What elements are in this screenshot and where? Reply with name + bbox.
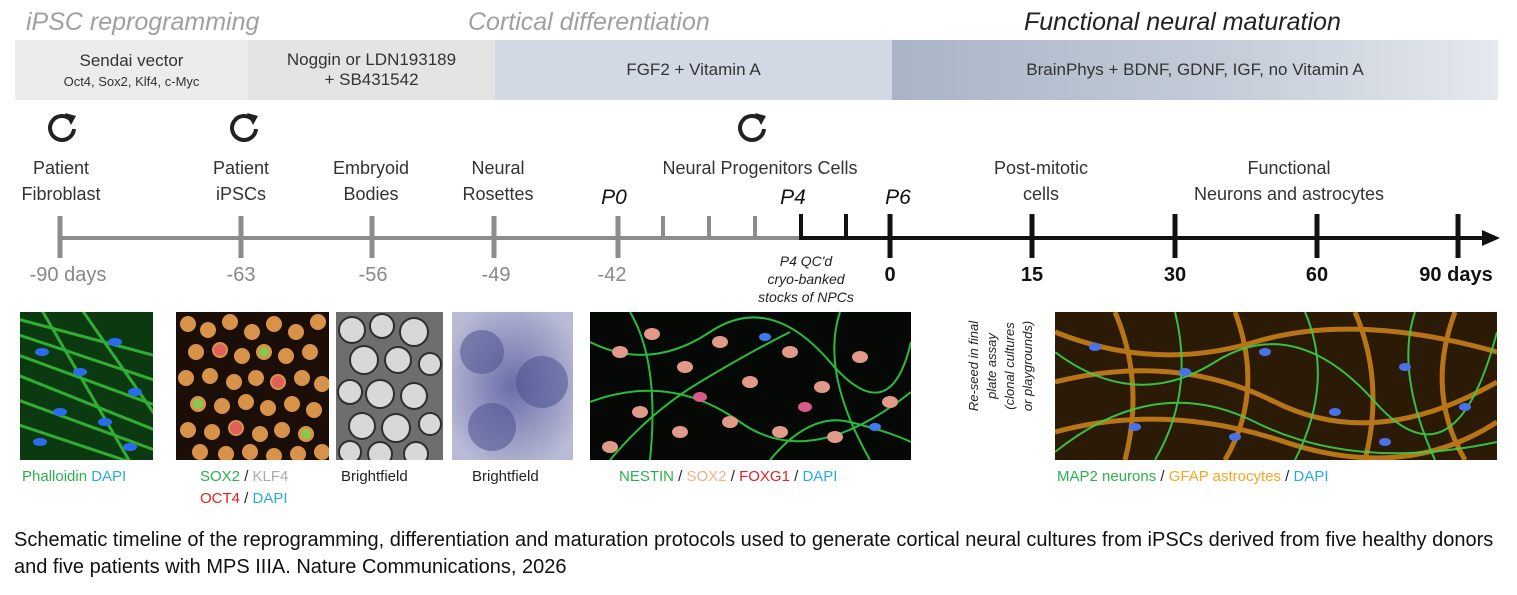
timeline-arrowhead-icon: [1482, 230, 1500, 246]
passage-p4: P4: [780, 186, 806, 209]
band-noggin-line2: + SB431542: [324, 70, 419, 89]
reseed-note: Re-seed in final plate assay (clonal cul…: [965, 281, 1037, 451]
stage-post-mitotic-cells: Post-mitotic cells: [994, 155, 1088, 207]
stage-functional-neurons: Functional Neurons and astrocytes: [1194, 155, 1384, 207]
timeline: [57, 214, 1500, 258]
micrograph-phalloidin: [20, 312, 153, 460]
day-label-minus-90: -90 days: [29, 264, 107, 286]
passage-p0: P0: [601, 186, 627, 209]
stage-patient-ipscs: Patient iPSCs: [213, 155, 269, 207]
day-label-90: 90 days: [1419, 264, 1493, 286]
legend-map2-stain: MAP2 neurons: [1057, 468, 1157, 485]
micrograph-map2-gfap-image: [1055, 312, 1497, 460]
note-line: or playgrounds): [1020, 320, 1035, 412]
micrograph-brightfield-eb-image: [336, 312, 443, 460]
micrograph-brightfield-eb: [336, 312, 443, 460]
micrograph-sox2-oct4: [176, 312, 329, 460]
stage-label-line: Rosettes: [462, 184, 534, 204]
day-label-minus-42: -42: [597, 264, 627, 286]
micrograph-npcs-image: [590, 312, 911, 460]
stage-label-line: Patient: [212, 158, 270, 178]
day-label-60: 60: [1305, 264, 1329, 286]
legend-dapi-stain: DAPI: [802, 468, 838, 485]
micrograph-sox2-oct4-image: [176, 312, 329, 460]
legend-nestin-stain: NESTIN: [619, 468, 675, 485]
legend-separator: /: [674, 468, 687, 485]
legend-separator: /: [240, 490, 253, 507]
band-brainphys: BrainPhys + BDNF, GDNF, IGF, no Vitamin …: [892, 40, 1498, 100]
stage-label-line: iPSCs: [215, 184, 267, 204]
note-line: (clonal cultures: [1002, 322, 1017, 410]
legend-sox2-stain: SOX2: [200, 468, 241, 485]
day-label-minus-63: -63: [226, 264, 256, 286]
legend-nestin-sox2-foxg1: NESTIN / SOX2 / FOXG1 / DAPI: [619, 466, 837, 488]
band-sendai-vector: Sendai vector Oct4, Sox2, Klf4, c-Myc: [15, 40, 248, 100]
micrograph-phalloidin-image: [20, 312, 153, 460]
note-line: P4 QC'd: [779, 253, 833, 269]
legend-dapi-stain: DAPI: [1293, 468, 1329, 485]
day-label-30: 30: [1163, 264, 1187, 286]
stage-label-line: Functional: [1247, 158, 1331, 178]
note-line: cryo-banked: [767, 271, 845, 287]
stage-label-line: Embryoid: [332, 158, 410, 178]
legend-separator: /: [789, 468, 803, 485]
legend-separator: /: [240, 468, 253, 485]
legend-oct4-stain: OCT4: [200, 490, 241, 507]
note-line: Re-seed in final: [966, 320, 981, 412]
legend-separator: /: [726, 468, 740, 485]
legend-map2-gfap: MAP2 neurons / GFAP astrocytes / DAPI: [1057, 466, 1329, 488]
stage-neural-progenitors: Neural Progenitors Cells: [662, 155, 857, 181]
micrograph-map2-gfap: [1055, 312, 1497, 460]
stage-neural-rosettes: Neural Rosettes: [462, 155, 533, 207]
legend-phalloidin: Phalloidin DAPI: [22, 466, 126, 488]
band-fgf2-label: FGF2 + Vitamin A: [626, 60, 761, 79]
phase-ipsc-reprogramming: iPSC reprogramming: [26, 8, 260, 36]
day-label-minus-49: -49: [481, 264, 511, 286]
stage-label-line: Patient: [32, 158, 90, 178]
note-line: plate assay: [984, 333, 999, 399]
band-fgf2-vitamin-a: FGF2 + Vitamin A: [495, 40, 892, 100]
p4-qc-note: P4 QC'd cryo-banked stocks of NPCs: [738, 252, 874, 306]
legend-dapi-stain: DAPI: [252, 490, 288, 507]
stage-label-line: Bodies: [343, 184, 399, 204]
legend-brightfield-rosettes: Brightfield: [472, 468, 539, 485]
stage-label-line: Neural Progenitors Cells: [662, 158, 858, 178]
legend-dapi-stain: DAPI: [91, 468, 127, 485]
legend-separator: /: [1156, 468, 1169, 485]
legend-foxg1-stain: FOXG1: [739, 468, 790, 485]
legend-separator: /: [1281, 468, 1294, 485]
micrograph-brightfield-rosettes-image: [452, 312, 573, 460]
stage-embryoid-bodies: Embryoid Bodies: [333, 155, 409, 207]
legend-klf4-stain: KLF4: [252, 468, 289, 485]
figure-caption: Schematic timeline of the reprogramming,…: [14, 529, 1494, 578]
cycle-arrow-icon: [230, 113, 258, 142]
band-sendai-title: Sendai vector: [79, 51, 184, 70]
legend-brightfield-eb: Brightfield: [341, 468, 408, 485]
micrograph-brightfield-rosettes: [452, 312, 573, 460]
stage-patient-fibroblast: Patient Fibroblast: [21, 155, 100, 207]
stage-label-line: Post-mitotic: [993, 158, 1089, 178]
stage-label-line: Neural: [471, 158, 525, 178]
day-label-15: 15: [1020, 264, 1044, 286]
stage-label-line: cells: [1022, 184, 1059, 204]
legend-gfap-stain: GFAP astrocytes: [1168, 468, 1282, 485]
band-noggin-line1: Noggin or LDN193189: [286, 50, 457, 69]
passage-p6: P6: [885, 186, 911, 209]
note-line: stocks of NPCs: [758, 289, 854, 305]
band-brainphys-label: BrainPhys + BDNF, GDNF, IGF, no Vitamin …: [1026, 60, 1364, 79]
legend-sox2-stain: SOX2: [686, 468, 727, 485]
band-noggin: Noggin or LDN193189 + SB431542: [248, 40, 495, 100]
micrograph-npcs: [590, 312, 911, 460]
phase-cortical-differentiation: Cortical differentiation: [468, 8, 710, 36]
legend-sox2-klf4-oct4: SOX2 / KLF4 OCT4 / DAPI: [200, 466, 288, 510]
legend-phalloidin-stain: Phalloidin: [22, 468, 88, 485]
cycle-arrow-icon: [738, 113, 766, 142]
band-sendai-factors: Oct4, Sox2, Klf4, c-Myc: [63, 74, 200, 89]
stage-label-line: Fibroblast: [21, 184, 101, 204]
day-label-0: 0: [884, 264, 896, 286]
day-label-minus-56: -56: [358, 264, 388, 286]
cycle-arrow-icon: [48, 113, 76, 142]
phase-functional-maturation: Functional neural maturation: [1024, 8, 1341, 36]
stage-label-line: Neurons and astrocytes: [1193, 184, 1385, 204]
